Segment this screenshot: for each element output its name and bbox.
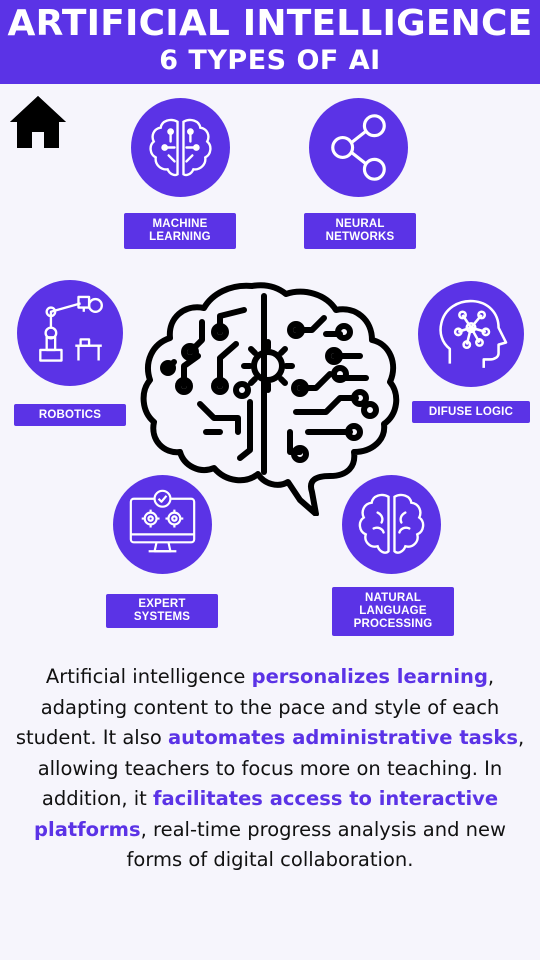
machine-learning-circle [131, 98, 230, 197]
head-network-icon [439, 299, 508, 368]
brain-outline-icon [358, 493, 425, 554]
paragraph-text-2: , adapting content to the pace and style… [15, 665, 500, 749]
neural-networks-label: NEURAL NETWORKS [304, 213, 416, 249]
highlight-automates-tasks: automates administrative tasks [168, 726, 518, 749]
difuse-logic-circle [418, 281, 524, 387]
neural-networks-circle [309, 98, 408, 197]
home-icon[interactable] [8, 94, 68, 150]
header-banner: ARTIFICIAL INTELLIGENCE 6 TYPES OF AI [0, 0, 540, 84]
expert-systems-label: EXPERT SYSTEMS [106, 594, 218, 628]
description-paragraph: Artificial intelligence personalizes lea… [8, 662, 532, 876]
expert-systems-circle [113, 475, 212, 574]
difuse-logic-label: DIFUSE LOGIC [412, 401, 530, 423]
nlp-label: NATURAL LANGUAGE PROCESSING [332, 587, 454, 636]
nlp-circle [342, 475, 441, 574]
robotics-circle [17, 280, 123, 386]
share-nodes-icon [331, 114, 386, 181]
paragraph-text-1: Artificial intelligence [45, 665, 252, 688]
monitor-gears-icon [129, 489, 196, 553]
highlight-interactive-platforms: facilitates access to interactive platfo… [34, 787, 499, 841]
highlight-personalizes-learning: personalizes learning [251, 665, 488, 688]
robotics-label: ROBOTICS [14, 404, 126, 426]
page-subtitle: 6 TYPES OF AI [159, 45, 381, 76]
paragraph-text-4: , real-time progress analysis and new fo… [126, 817, 506, 872]
central-brain-circuit-icon [140, 282, 400, 516]
robot-arm-icon [39, 295, 103, 362]
paragraph-text-3: , allowing teachers to focus more on tea… [37, 726, 525, 810]
machine-learning-label: MACHINE LEARNING [124, 213, 236, 249]
page-title: ARTIFICIAL INTELLIGENCE [7, 3, 533, 44]
brain-circuit-icon [149, 118, 212, 177]
